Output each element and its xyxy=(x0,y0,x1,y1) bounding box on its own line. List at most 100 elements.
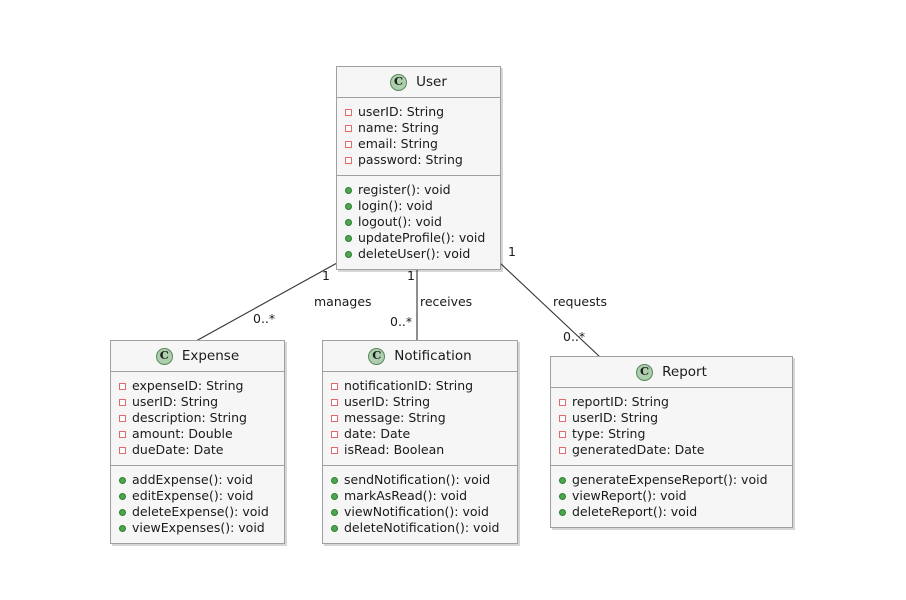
method-label: markAsRead(): void xyxy=(344,488,468,503)
private-attribute-icon xyxy=(331,446,338,454)
private-attribute-icon xyxy=(331,398,338,406)
class-header-report: C Report xyxy=(551,357,792,388)
attribute-row: reportID: String xyxy=(559,394,784,410)
public-method-icon xyxy=(345,218,352,226)
attribute-row: dueDate: Date xyxy=(119,442,276,458)
method-label: logout(): void xyxy=(358,214,442,229)
public-method-icon xyxy=(331,476,338,484)
method-label: viewReport(): void xyxy=(572,488,687,503)
method-row: viewNotification(): void xyxy=(331,504,509,520)
method-row: sendNotification(): void xyxy=(331,472,509,488)
attribute-row: password: String xyxy=(345,152,492,168)
public-method-icon xyxy=(119,524,126,532)
attribute-label: message: String xyxy=(344,410,446,425)
attribute-row: generatedDate: Date xyxy=(559,442,784,458)
relationship-label-manages: manages xyxy=(314,294,372,309)
class-stereotype-icon: C xyxy=(368,347,386,365)
method-row: generateExpenseReport(): void xyxy=(559,472,784,488)
method-row: updateProfile(): void xyxy=(345,230,492,246)
attribute-row: userID: String xyxy=(119,394,276,410)
public-method-icon xyxy=(345,250,352,258)
class-stereotype-icon: C xyxy=(390,73,408,91)
class-title-expense: Expense xyxy=(181,348,240,364)
multiplicity-requests-target: 0..* xyxy=(563,329,586,344)
class-title-user: User xyxy=(416,74,447,90)
method-label: deleteReport(): void xyxy=(572,504,698,519)
attribute-row: userID: String xyxy=(331,394,509,410)
method-label: generateExpenseReport(): void xyxy=(572,472,768,487)
private-attribute-icon xyxy=(331,430,338,438)
method-row: addExpense(): void xyxy=(119,472,276,488)
method-row: markAsRead(): void xyxy=(331,488,509,504)
private-attribute-icon xyxy=(345,140,352,148)
attribute-row: isRead: Boolean xyxy=(331,442,509,458)
attribute-row: userID: String xyxy=(345,104,492,120)
private-attribute-icon xyxy=(345,108,352,116)
class-stereotype-icon: C xyxy=(155,347,173,365)
attribute-label: date: Date xyxy=(344,426,411,441)
attribute-label: notificationID: String xyxy=(344,378,474,393)
public-method-icon xyxy=(331,524,338,532)
attribute-label: type: String xyxy=(572,426,646,441)
class-title-notification: Notification xyxy=(394,348,472,364)
multiplicity-receives-source: 1 xyxy=(407,268,415,283)
attribute-label: email: String xyxy=(358,136,438,151)
method-label: deleteUser(): void xyxy=(358,246,471,261)
method-row: viewExpenses(): void xyxy=(119,520,276,536)
private-attribute-icon xyxy=(331,382,338,390)
attribute-row: type: String xyxy=(559,426,784,442)
attribute-row: email: String xyxy=(345,136,492,152)
method-row: deleteExpense(): void xyxy=(119,504,276,520)
method-row: deleteReport(): void xyxy=(559,504,784,520)
method-row: login(): void xyxy=(345,198,492,214)
attribute-label: userID: String xyxy=(572,410,659,425)
relationship-label-requests: requests xyxy=(553,294,608,309)
class-header-notification: C Notification xyxy=(323,341,517,372)
attribute-label: reportID: String xyxy=(572,394,669,409)
class-header-user: C User xyxy=(337,67,500,98)
public-method-icon xyxy=(345,234,352,242)
public-method-icon xyxy=(119,508,126,516)
method-label: deleteExpense(): void xyxy=(132,504,269,519)
attribute-row: notificationID: String xyxy=(331,378,509,394)
private-attribute-icon xyxy=(559,414,566,422)
method-label: viewNotification(): void xyxy=(344,504,489,519)
method-row: register(): void xyxy=(345,182,492,198)
attribute-row: amount: Double xyxy=(119,426,276,442)
attribute-label: dueDate: Date xyxy=(132,442,224,457)
private-attribute-icon xyxy=(559,446,566,454)
public-method-icon xyxy=(119,476,126,484)
public-method-icon xyxy=(331,508,338,516)
public-method-icon xyxy=(559,508,566,516)
attribute-label: userID: String xyxy=(358,104,445,119)
method-label: login(): void xyxy=(358,198,433,213)
attribute-label: amount: Double xyxy=(132,426,233,441)
method-row: logout(): void xyxy=(345,214,492,230)
class-header-expense: C Expense xyxy=(111,341,284,372)
method-row: deleteNotification(): void xyxy=(331,520,509,536)
attribute-row: expenseID: String xyxy=(119,378,276,394)
private-attribute-icon xyxy=(119,382,126,390)
attribute-label: isRead: Boolean xyxy=(344,442,445,457)
attribute-label: userID: String xyxy=(132,394,219,409)
class-title-report: Report xyxy=(662,364,707,380)
method-label: register(): void xyxy=(358,182,451,197)
multiplicity-requests-source: 1 xyxy=(508,244,516,259)
attribute-label: description: String xyxy=(132,410,247,425)
private-attribute-icon xyxy=(345,124,352,132)
public-method-icon xyxy=(559,476,566,484)
method-label: editExpense(): void xyxy=(132,488,254,503)
multiplicity-manages-target: 0..* xyxy=(253,311,276,326)
public-method-icon xyxy=(331,492,338,500)
